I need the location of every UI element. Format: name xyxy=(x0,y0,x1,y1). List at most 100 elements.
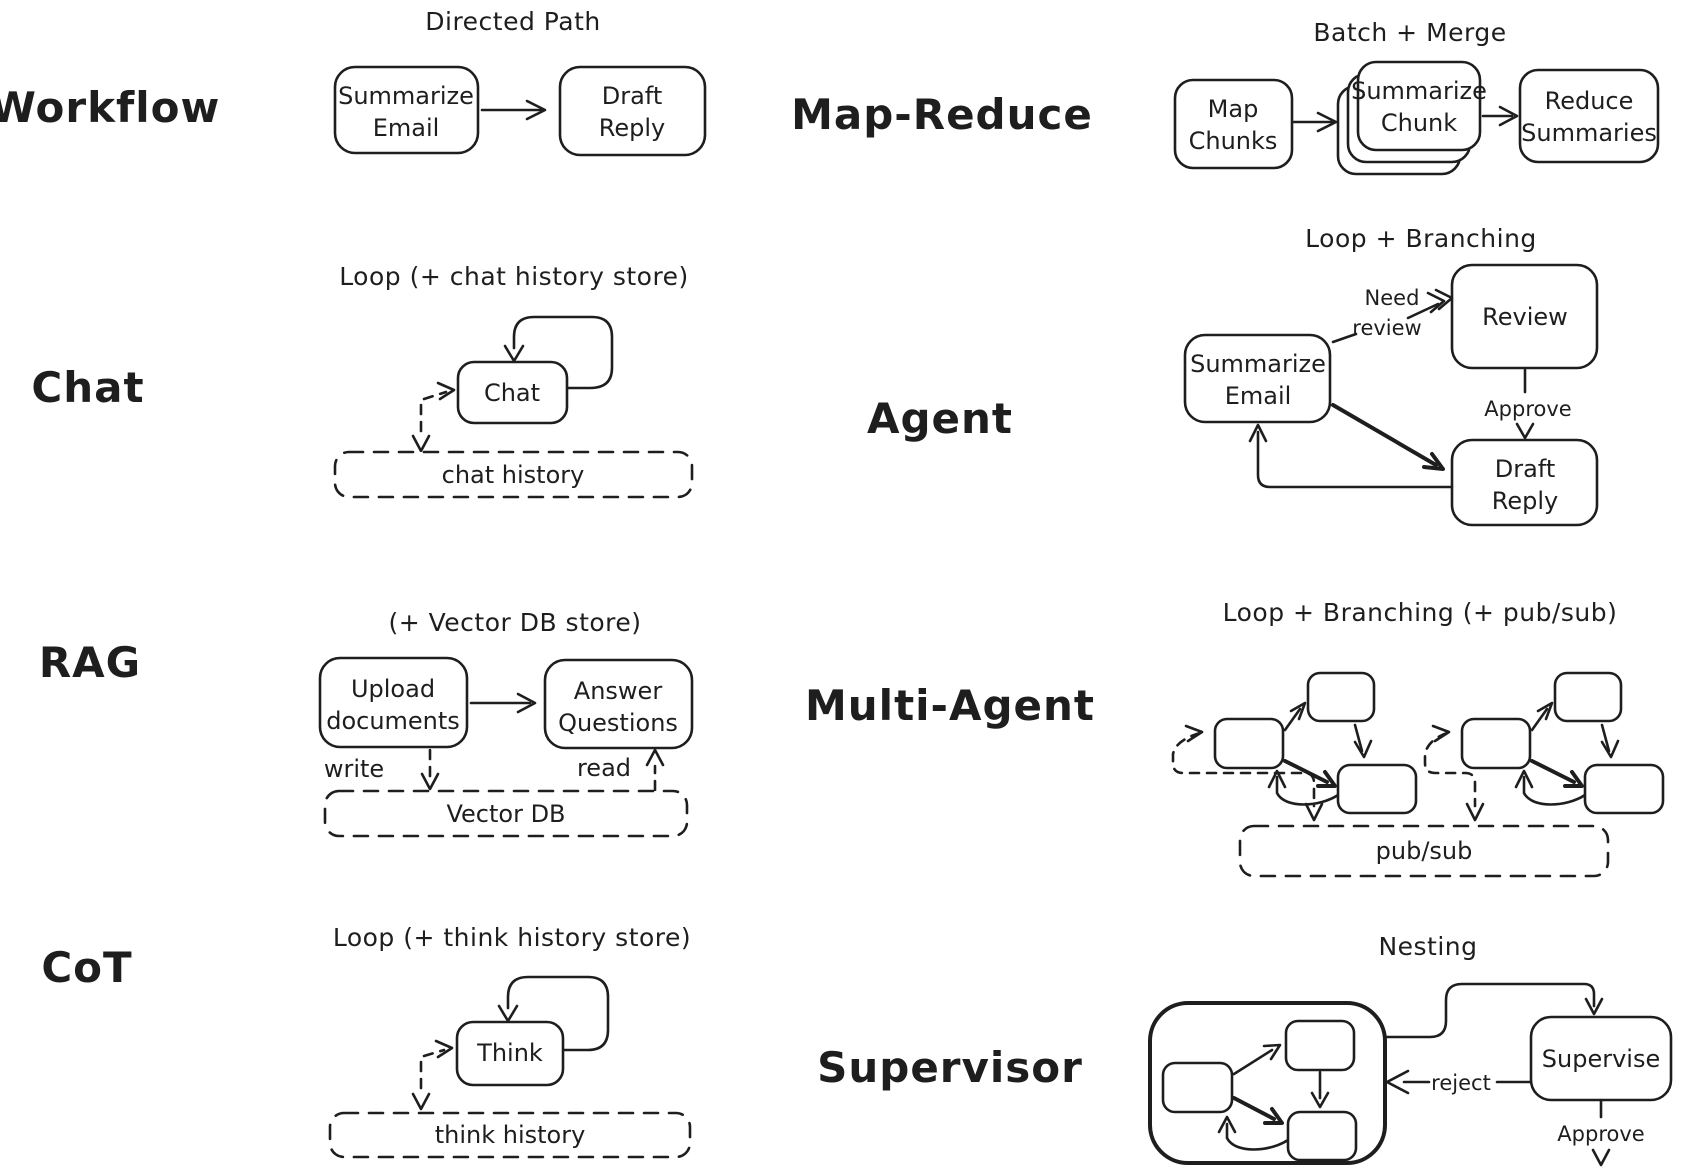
chat-history-store-text: chat history xyxy=(442,461,585,489)
rag-write-arrowhead-icon xyxy=(420,772,440,791)
cluster2-top-node xyxy=(1553,671,1623,723)
map-reduce-arrowhead-2-icon xyxy=(1498,105,1519,127)
cluster2-arrow-top-bottom xyxy=(1600,723,1611,753)
supervisor-node-supervise-text: Supervise xyxy=(1542,1045,1660,1073)
supervisor-inner-bottom-node xyxy=(1286,1110,1358,1162)
chat-label: Chat xyxy=(31,363,144,412)
section-multi-agent: Multi-Agent Loop + Branching (+ pub/sub) xyxy=(805,598,1665,878)
rag-edge-read-text: read xyxy=(577,754,631,782)
rag-node-upload-documents xyxy=(318,656,469,749)
multi-agent-pubsub-store-text: pub/sub xyxy=(1376,837,1473,865)
agent-arrow-to-draft-head-icon xyxy=(1422,452,1445,471)
supervisor-arrow-left-top-head-icon xyxy=(1262,1043,1282,1061)
cluster2-arrow-left-bottom-head-icon xyxy=(1563,770,1584,788)
multi-agent-pubsub-store xyxy=(1238,824,1610,878)
map-reduce-node-map-chunks-line1: Map xyxy=(1208,95,1259,123)
rag-title: (+ Vector DB store) xyxy=(388,608,641,637)
section-cot: CoT Loop (+ think history store) Think t… xyxy=(41,923,692,1159)
cot-label: CoT xyxy=(41,943,132,992)
agent-loop-back-arrow xyxy=(1256,430,1454,489)
chat-node-text: Chat xyxy=(484,379,540,407)
cluster2-arrow-left-top xyxy=(1530,707,1549,732)
multi-agent-pubsub-link-1-entry-head-icon xyxy=(1184,724,1204,743)
map-reduce-node-reduce-summaries xyxy=(1518,68,1660,164)
cluster1-arrow-left-top xyxy=(1283,707,1302,732)
multi-agent-pubsub-link-2 xyxy=(1423,731,1477,808)
map-reduce-node-summarize-chunk xyxy=(1356,60,1482,152)
cluster1-left-node xyxy=(1213,717,1285,770)
cluster2-left-node xyxy=(1460,717,1532,770)
map-reduce-node-map-chunks-line2: Chunks xyxy=(1189,127,1278,155)
section-rag: RAG (+ Vector DB store) Upload documents… xyxy=(39,608,694,838)
cot-store-read-arrow xyxy=(422,1048,446,1058)
chat-history-store xyxy=(333,450,694,499)
chat-store-read-arrowhead-icon xyxy=(436,381,456,401)
multi-agent-label: Multi-Agent xyxy=(805,681,1095,730)
cluster1-loop-back-head-icon xyxy=(1267,769,1287,789)
rag-read-arrowhead-icon xyxy=(645,748,665,767)
cluster1-loop-back xyxy=(1275,775,1340,806)
agent-node-draft-reply-line1: Draft xyxy=(1495,455,1556,483)
cot-think-history-store-text: think history xyxy=(435,1121,586,1149)
supervisor-title: Nesting xyxy=(1378,932,1477,961)
rag-edge-write-text: write xyxy=(324,755,384,783)
rag-vector-db-store xyxy=(323,789,689,838)
supervisor-edge-reject-text: reject xyxy=(1431,1071,1491,1095)
rag-node-upload-documents-line2: documents xyxy=(326,707,460,735)
multi-agent-title: Loop + Branching (+ pub/sub) xyxy=(1223,598,1618,627)
map-reduce-node-summarize-chunk-line1: Summarize xyxy=(1351,77,1487,105)
map-reduce-node-reduce-summaries-line2: Summaries xyxy=(1521,119,1657,147)
workflow-node-summarize-email-line2: Email xyxy=(373,114,440,142)
agent-title: Loop + Branching xyxy=(1305,224,1537,253)
agent-arrow-to-review-head1-icon xyxy=(1426,291,1446,314)
workflow-title: Directed Path xyxy=(425,7,600,36)
supervisor-arrow-top-bottom-head-icon xyxy=(1310,1091,1330,1109)
cluster2-arrow-top-bottom-head-icon xyxy=(1600,739,1620,759)
agent-loop-back-arrowhead-icon xyxy=(1248,423,1268,443)
workflow-node-draft-reply-line2: Reply xyxy=(599,114,665,142)
workflow-arrowhead-icon xyxy=(525,99,547,121)
agent-edge-need-review-line1: Need xyxy=(1365,286,1420,310)
multi-agent-pubsub-link-2-entry-head-icon xyxy=(1431,724,1451,743)
agent-node-summarize-email-line2: Email xyxy=(1225,382,1292,410)
cluster2-bottom-node xyxy=(1583,763,1665,815)
supervisor-inner-top-node xyxy=(1284,1019,1356,1072)
cluster1-arrow-top-bottom xyxy=(1353,723,1364,753)
agent-arrow-to-review xyxy=(1406,302,1440,320)
map-reduce-title: Batch + Merge xyxy=(1313,18,1506,47)
cluster1-arrow-left-top-head-icon xyxy=(1289,701,1307,721)
supervisor-loop-back xyxy=(1225,1122,1290,1151)
chat-loop-arrow xyxy=(512,315,614,390)
supervisor-loop-back-head-icon xyxy=(1217,1115,1237,1134)
agent-edge-approve-text: Approve xyxy=(1484,397,1571,421)
workflow-node-summarize-email xyxy=(333,65,480,155)
section-workflow: Workflow Directed Path Summarize Email D… xyxy=(0,7,707,157)
supervisor-exit-arrowhead-icon xyxy=(1584,997,1604,1016)
map-reduce-node-reduce-summaries-line1: Reduce xyxy=(1545,87,1634,115)
agent-node-review-text: Review xyxy=(1482,303,1568,331)
section-agent: Agent Loop + Branching Review Summarize … xyxy=(867,224,1599,527)
cluster1-bottom-node xyxy=(1336,763,1418,815)
section-map-reduce: Map-Reduce Batch + Merge Map Chunks Summ… xyxy=(791,18,1660,176)
cluster1-arrow-left-bottom-head-icon xyxy=(1316,770,1337,788)
chat-store-write-arrowhead-icon xyxy=(411,434,431,453)
rag-node-answer-questions-line2: Questions xyxy=(558,709,678,737)
agent-arrow-to-review-head2-icon xyxy=(1434,288,1454,311)
supervisor-arrow-left-bottom-head-icon xyxy=(1263,1107,1284,1125)
map-reduce-label: Map-Reduce xyxy=(791,90,1093,139)
agent-node-draft-reply-line2: Reply xyxy=(1492,487,1558,515)
section-supervisor: Supervisor Nesting Supervise reject Appr… xyxy=(817,932,1673,1167)
cot-store-write-arrowhead-icon xyxy=(411,1092,431,1111)
rag-node-answer-questions xyxy=(543,658,694,750)
agent-edge-need-review-line2: review xyxy=(1352,316,1421,340)
supervisor-edge-approve-text: Approve xyxy=(1557,1122,1644,1146)
supervisor-reject-arrowhead-icon xyxy=(1385,1069,1410,1095)
multi-agent-pubsub-link-1 xyxy=(1171,731,1316,808)
rag-label: RAG xyxy=(39,638,141,687)
chat-store-read-arrow xyxy=(422,390,448,401)
supervisor-exit-arrow xyxy=(1383,982,1596,1039)
agent-label: Agent xyxy=(867,394,1013,443)
cluster2-loop-back xyxy=(1522,775,1587,806)
